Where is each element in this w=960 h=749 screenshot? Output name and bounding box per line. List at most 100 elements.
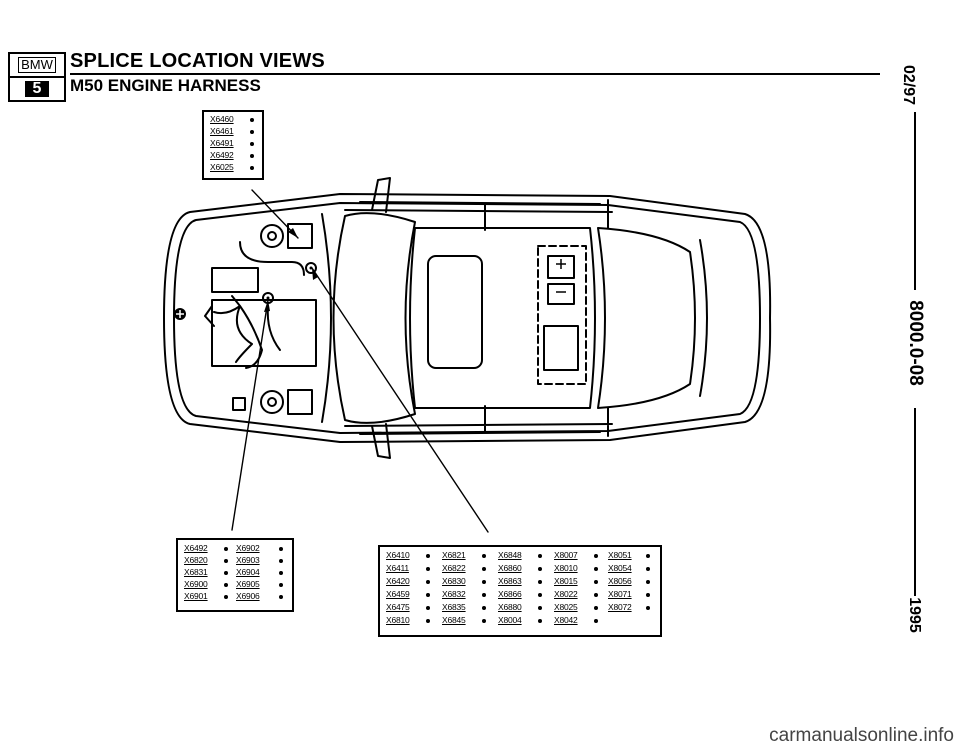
splice-code: X6835 [442,602,466,612]
splice-code: X6025 [210,162,234,172]
rear-window [597,227,696,409]
splice-marker-a [305,262,317,274]
harness-loop-top [239,241,305,276]
splice-dot [482,619,486,623]
splice-code: X6845 [442,615,466,625]
splice-code: X6830 [442,576,466,586]
battery-plus-box [547,255,575,279]
splice-code: X8051 [608,550,632,560]
splice-code: X6420 [386,576,410,586]
splice-dot [426,580,430,584]
splice-code: X6492 [184,543,208,553]
splice-dot [426,606,430,610]
splice-code: X6906 [236,591,260,601]
splice-code: X6822 [442,563,466,573]
splice-dot [250,166,254,170]
strut-bottom-box [287,389,313,415]
splice-code: X6459 [386,589,410,599]
splice-dot [224,559,228,563]
splice-code: X8007 [554,550,578,560]
splice-code: X6831 [184,567,208,577]
splice-code: X6820 [184,555,208,565]
splice-code: X6410 [386,550,410,560]
leader-top-arrow [288,228,298,238]
crosshair-lines [176,310,184,318]
splice-dot [538,619,542,623]
leader-right-arrow [312,268,318,280]
splice-dot [279,559,283,563]
splice-dot [594,567,598,571]
splice-dot [594,554,598,558]
watermark: carmanualsonline.info [769,725,954,746]
engine-block [211,267,259,293]
car-body-outline [163,193,772,443]
splice-dot [594,606,598,610]
splice-code: X8072 [608,602,632,612]
splice-dot [250,130,254,134]
splice-dot [279,547,283,551]
splice-code: X6863 [498,576,522,586]
splice-code: X6810 [386,615,410,625]
splice-dot-2 [266,296,270,300]
strut-top-box [287,223,313,249]
harness-vert [266,305,281,351]
splice-dot [538,606,542,610]
splice-code: X6866 [498,589,522,599]
splice-code: X8022 [554,589,578,599]
splice-code: X8010 [554,563,578,573]
splice-code: X6411 [386,563,409,573]
splice-code: X6900 [184,579,208,589]
battery-minus-box [547,283,575,305]
splice-dot-1 [309,266,313,270]
splice-code: X6880 [498,602,522,612]
splice-code: X6904 [236,567,260,577]
splice-code: X6460 [210,114,234,124]
splice-code: X6492 [210,150,234,160]
splice-dot [224,571,228,575]
splice-dot [250,142,254,146]
engine-outline [211,299,317,367]
splice-dot [426,554,430,558]
right-splice-box: X6410 X6411 X6420 X6459 X6475 X6810 X682… [378,545,662,637]
strut-bottom-outer [260,390,284,414]
header-rule [70,73,880,75]
splice-dot [426,619,430,623]
splice-dot [594,593,598,597]
splice-code: X8042 [554,615,578,625]
splice-code: X6902 [236,543,260,553]
splice-dot [224,595,228,599]
splice-code: X6905 [236,579,260,589]
strut-top-inner [267,231,277,241]
door-trim-top [344,199,613,231]
harness-branches [204,295,263,369]
splice-code: X6901 [184,591,208,601]
splice-dot [279,571,283,575]
splice-code: X6848 [498,550,522,560]
splice-dot [482,580,486,584]
battery-plus-sign [556,259,566,269]
side-rule-top [914,112,916,290]
hood-line [321,213,332,423]
door-trim-bottom [344,405,613,437]
splice-dot [482,593,486,597]
battery-frame [537,245,587,385]
splice-code: X6821 [442,550,466,560]
splice-dot [250,118,254,122]
strut-top-outer [260,224,284,248]
leader-right [311,267,489,533]
splice-code: X8015 [554,576,578,586]
splice-code: X6475 [386,602,410,612]
windshield [332,212,416,424]
trunk-line [699,239,708,397]
splice-dot [279,595,283,599]
splice-dot [224,547,228,551]
splice-dot [538,593,542,597]
splice-dot [594,580,598,584]
left-splice-box: X6492 X6820 X6831 X6900 X6901 X6902 X690… [176,538,294,612]
splice-code: X8004 [498,615,522,625]
logo-series: 5 [24,81,50,97]
splice-code: X8071 [608,589,632,599]
splice-dot [482,606,486,610]
splice-dot [538,580,542,584]
